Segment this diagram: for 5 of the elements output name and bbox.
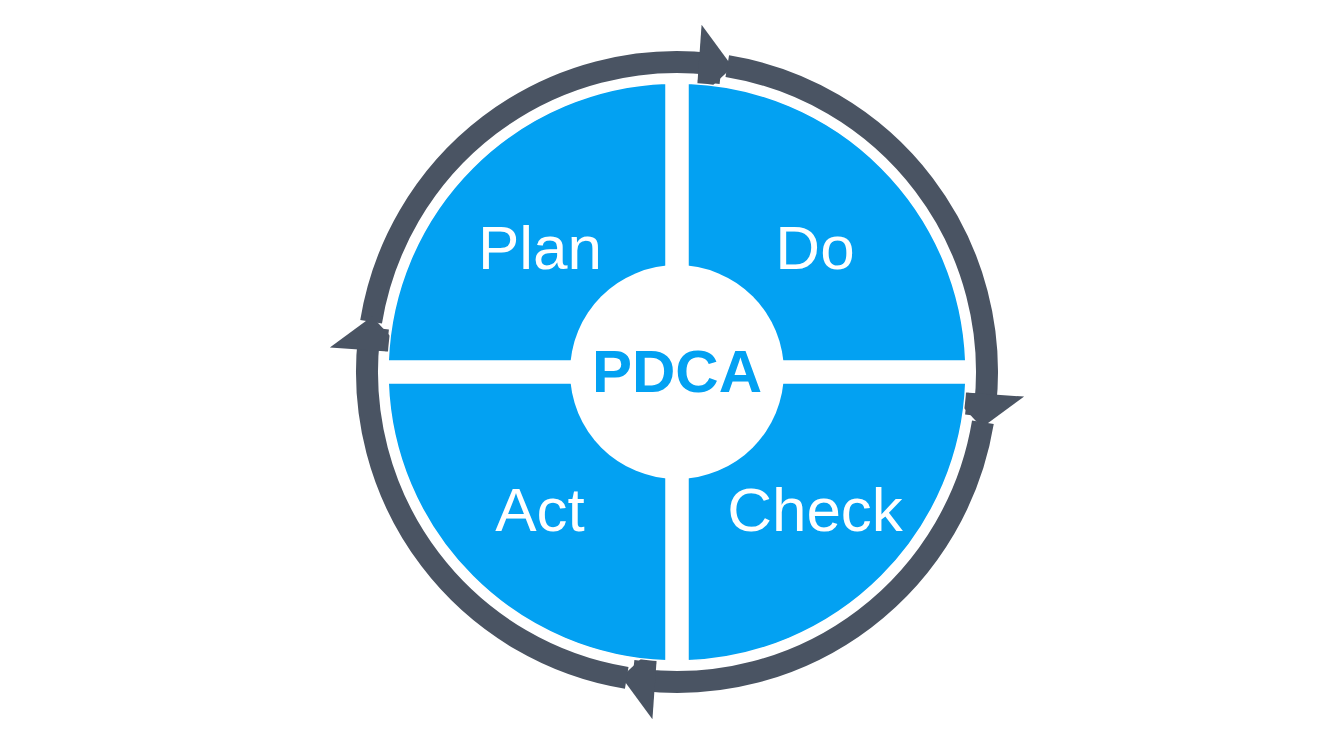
quadrant-label: Act — [495, 479, 585, 541]
quadrant-label: Do — [775, 217, 855, 279]
quadrant-label: Plan — [477, 217, 603, 279]
quadrant-label: Check — [727, 479, 903, 541]
center-label: PDCA — [592, 342, 762, 402]
